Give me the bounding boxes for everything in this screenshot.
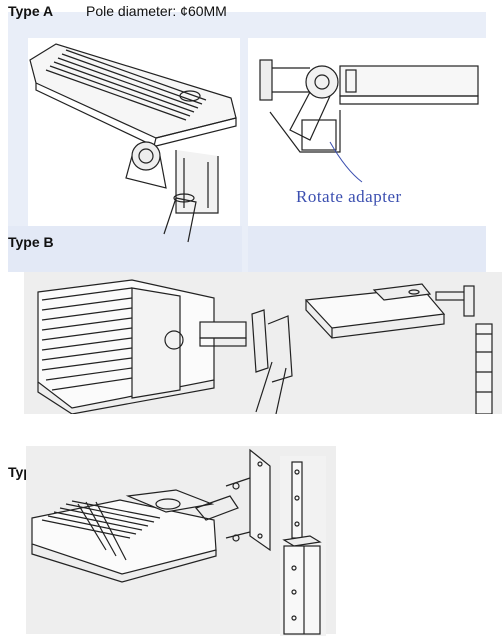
type-a-panel-bg-right [248, 226, 486, 272]
type-a-label: Type A [8, 3, 54, 19]
rotate-adapter-caption: Rotate adapter [296, 187, 402, 206]
rotate-adapter-illustration [259, 59, 479, 183]
type-b-fixture-illustration [37, 279, 493, 414]
pole-diameter-text: Pole diameter: ¢60MM [86, 3, 227, 19]
type-c-fixture-illustration [31, 448, 271, 583]
type-b-label: Type B [8, 234, 54, 250]
type-a-fixture-illustration [29, 43, 237, 243]
type-a-panel-bg-left [8, 226, 242, 272]
type-c-pole-illustration [282, 461, 322, 635]
